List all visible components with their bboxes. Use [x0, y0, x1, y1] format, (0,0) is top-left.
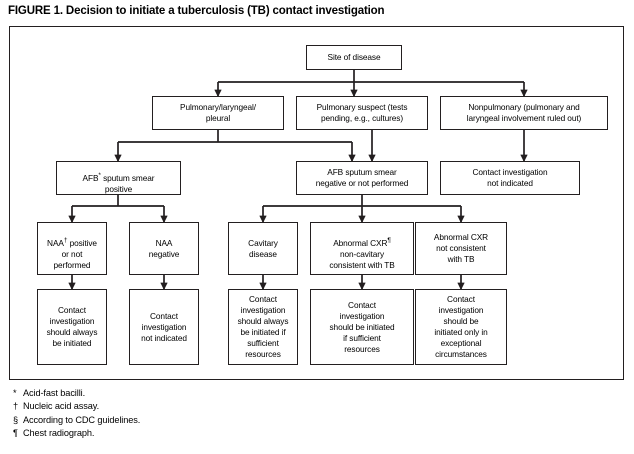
node-outcome-exceptional-circumstances[interactable]: Contact investigation should be initiate… [415, 289, 507, 365]
node-label: NAA negative [148, 237, 180, 259]
node-naa-positive-or-not-performed[interactable]: NAA† positive or not performed [37, 222, 107, 275]
node-label: Contact investigation not indicated [141, 310, 187, 343]
footnote-marker: † [13, 401, 19, 412]
node-label: NAA† positive or not performed [47, 227, 97, 271]
footnote-marker-asterisk: * [98, 171, 101, 179]
node-label-post: positive or not performed [53, 237, 98, 270]
node-abnormal-cxr-non-cavitary[interactable]: Abnormal CXR¶ non-cavitary consistent wi… [310, 222, 414, 275]
node-label: AFB* sputum smear positive [83, 162, 155, 195]
node-label: Contact investigation should always be i… [237, 294, 289, 359]
node-label: Contact investigation should always be i… [46, 305, 98, 348]
node-afb-smear-positive[interactable]: AFB* sputum smear positive [56, 161, 181, 195]
node-contact-investigation-not-indicated-nonpulmonary[interactable]: Contact investigation not indicated [440, 161, 580, 195]
node-label-pre: AFB [82, 172, 99, 183]
node-label-post: non-cavitary consistent with TB [329, 248, 395, 270]
node-label: Nonpulmonary (pulmonary and laryngeal in… [466, 102, 582, 123]
node-cavitary-disease[interactable]: Cavitary disease [228, 222, 298, 275]
footnote-text: Nucleic acid assay. [23, 401, 100, 412]
node-outcome-not-indicated[interactable]: Contact investigation not indicated [129, 289, 199, 365]
node-label: Contact investigation should be initiate… [329, 299, 395, 354]
node-label: Contact investigation not indicated [472, 167, 548, 188]
footnote-item: ¶ Chest radiograph. [10, 427, 410, 440]
figure-title: FIGURE 1. Decision to initiate a tubercu… [8, 5, 385, 17]
footnote-text: Chest radiograph. [23, 428, 95, 439]
node-label: Abnormal CXR not consistent with TB [433, 232, 489, 264]
footnotes-list: * Acid-fast bacilli. † Nucleic acid assa… [10, 387, 410, 441]
node-nonpulmonary[interactable]: Nonpulmonary (pulmonary and laryngeal in… [440, 96, 608, 130]
node-label: Abnormal CXR¶ non-cavitary consistent wi… [329, 227, 394, 271]
node-outcome-if-sufficient-resources[interactable]: Contact investigation should be initiate… [310, 289, 414, 365]
footnote-item: † Nucleic acid assay. [10, 400, 410, 413]
footnote-text: Acid-fast bacilli. [23, 388, 86, 398]
node-abnormal-cxr-not-consistent[interactable]: Abnormal CXR not consistent with TB [415, 222, 507, 275]
node-label: Cavitary disease [248, 237, 278, 259]
node-label-pre: NAA [47, 237, 64, 248]
node-label: Pulmonary suspect (tests pending, e.g., … [316, 102, 408, 123]
node-outcome-always-if-sufficient-resources[interactable]: Contact investigation should always be i… [228, 289, 298, 365]
node-label: Contact investigation should be initiate… [434, 294, 488, 359]
footnote-item: § According to CDC guidelines. [10, 414, 410, 427]
footnote-marker: ¶ [13, 428, 18, 439]
node-site-of-disease[interactable]: Site of disease [306, 45, 402, 70]
node-label: AFB sputum smear negative or not perform… [315, 167, 409, 188]
node-label: Site of disease [327, 52, 381, 62]
footnote-marker-dagger: † [63, 236, 68, 244]
node-outcome-should-always-be-initiated[interactable]: Contact investigation should always be i… [37, 289, 107, 365]
footnote-marker: § [13, 414, 19, 425]
footnote-marker-pilcrow: ¶ [387, 236, 391, 244]
node-naa-negative[interactable]: NAA negative [129, 222, 199, 275]
footnote-text: According to CDC guidelines. [23, 414, 141, 425]
node-afb-smear-negative[interactable]: AFB sputum smear negative or not perform… [296, 161, 428, 195]
node-label-post: sputum smear positive [103, 172, 155, 194]
footnote-item: * Acid-fast bacilli. [10, 387, 410, 400]
node-pulmonary-suspect[interactable]: Pulmonary suspect (tests pending, e.g., … [296, 96, 428, 130]
footnote-marker: * [13, 388, 17, 398]
node-label: Pulmonary/laryngeal/ pleural [180, 102, 256, 123]
node-label-pre: Abnormal CXR [333, 237, 388, 248]
node-pulmonary-laryngeal-pleural[interactable]: Pulmonary/laryngeal/ pleural [152, 96, 284, 130]
